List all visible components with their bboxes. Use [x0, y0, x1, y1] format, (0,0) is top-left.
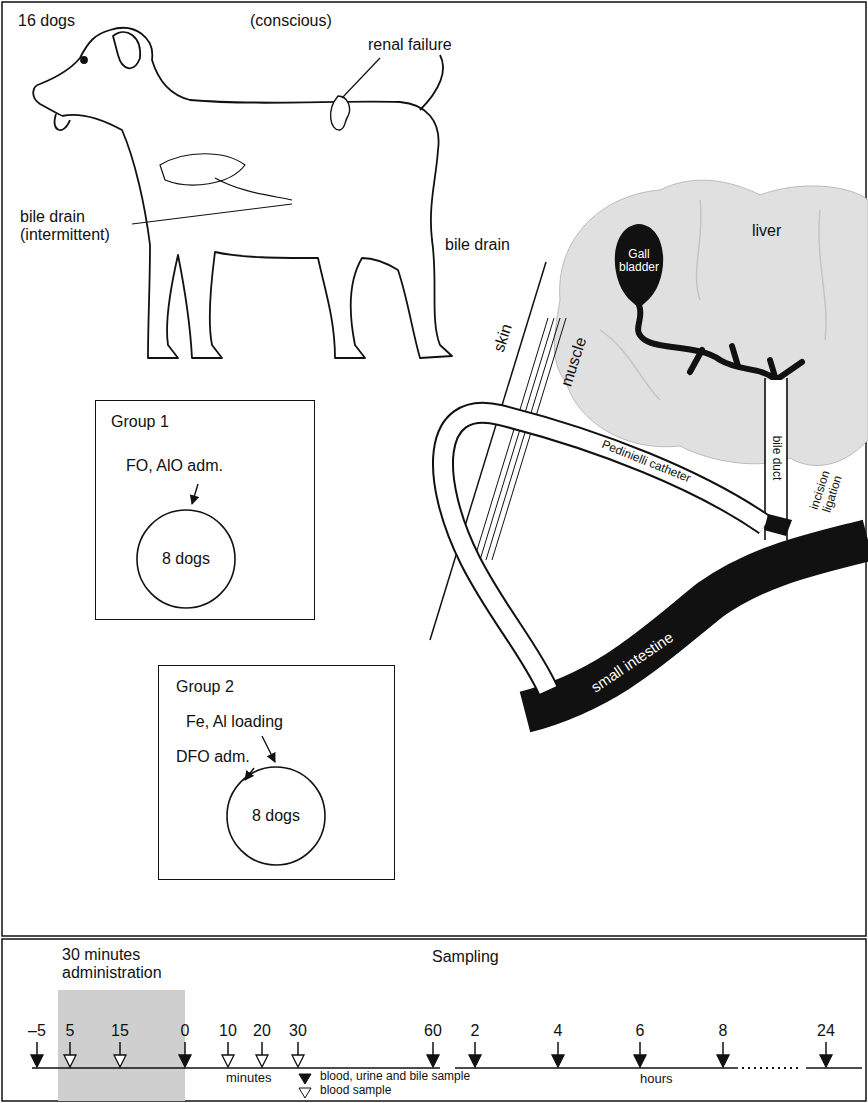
dose-arrow	[192, 484, 198, 504]
leader-line	[342, 58, 380, 98]
dose-arrow	[262, 736, 275, 762]
time-tick: 5	[66, 1022, 75, 1040]
note-label: (conscious)	[250, 12, 332, 30]
time-tick: 2	[471, 1022, 480, 1040]
part-label: bile drain (intermittent)	[20, 208, 132, 245]
panel-frame	[2, 2, 866, 936]
catheter	[443, 413, 765, 690]
dog-drawing	[33, 28, 452, 358]
time-tick: 30	[289, 1022, 307, 1040]
time-axis	[32, 1067, 862, 1069]
time-tick: 6	[636, 1022, 645, 1040]
part-label: skin	[490, 322, 516, 355]
group-box: Group 2 Fe, Al loadingDFO adm. 8 dogs	[158, 665, 395, 880]
sample-arrows	[31, 1042, 832, 1067]
legend-sample	[299, 1074, 311, 1084]
time-tick: 24	[817, 1022, 835, 1040]
panel-title: Sampling	[432, 948, 499, 966]
organ-label: Gall bladder	[612, 248, 666, 274]
leader-line	[132, 204, 292, 224]
time-tick: 10	[219, 1022, 237, 1040]
group-treatment: DFO adm.	[176, 748, 250, 766]
small-intestine	[525, 540, 868, 712]
part-label: bile duct	[769, 436, 783, 481]
group-treatment: Fe, Al loading	[186, 713, 283, 731]
part-label: Pedinielli catheter	[599, 438, 692, 486]
part-label: bile drain	[445, 236, 510, 254]
part-label: small intestine	[588, 628, 676, 695]
group-heading: Group 2	[176, 678, 234, 696]
time-tick: 60	[424, 1022, 442, 1040]
time-tick: 15	[111, 1022, 129, 1040]
legend-text: blood sample	[320, 1084, 391, 1098]
group-treatment: FO, AlO adm.	[126, 457, 223, 475]
part-label: muscle	[557, 335, 590, 389]
legend-text: blood, urine and bile sample	[320, 1070, 470, 1084]
time-tick: 8	[719, 1022, 728, 1040]
part-label: renal failure	[368, 36, 452, 54]
legend-sample	[299, 1088, 311, 1098]
group-heading: Group 1	[111, 413, 169, 431]
group-circle: 8 dogs	[226, 766, 326, 866]
note-label: 30 minutes administration	[62, 946, 184, 983]
time-tick: 0	[181, 1022, 190, 1040]
group-box: Group 1 FO, AlO adm. 8 dogs	[95, 400, 315, 620]
organ-label: liver	[752, 222, 781, 240]
gall-bladder: Gall bladder	[610, 224, 668, 308]
time-tick: 20	[253, 1022, 271, 1040]
bile-duct-tree	[638, 305, 802, 380]
liver-shape	[554, 180, 868, 465]
figure-label: 16 dogs	[18, 12, 75, 30]
panel-frame	[2, 939, 866, 1101]
axis-label: minutes	[226, 1071, 272, 1086]
dog-count: 8 dogs	[252, 807, 300, 825]
group-circle: 8 dogs	[136, 509, 236, 609]
time-tick: –5	[28, 1022, 46, 1040]
dog-count: 8 dogs	[162, 550, 210, 568]
administration-band	[58, 990, 185, 1101]
time-tick: 4	[554, 1022, 563, 1040]
part-label: incision ligation	[805, 461, 846, 522]
axis-label: hours	[640, 1072, 673, 1087]
ligation-mark	[764, 514, 792, 536]
